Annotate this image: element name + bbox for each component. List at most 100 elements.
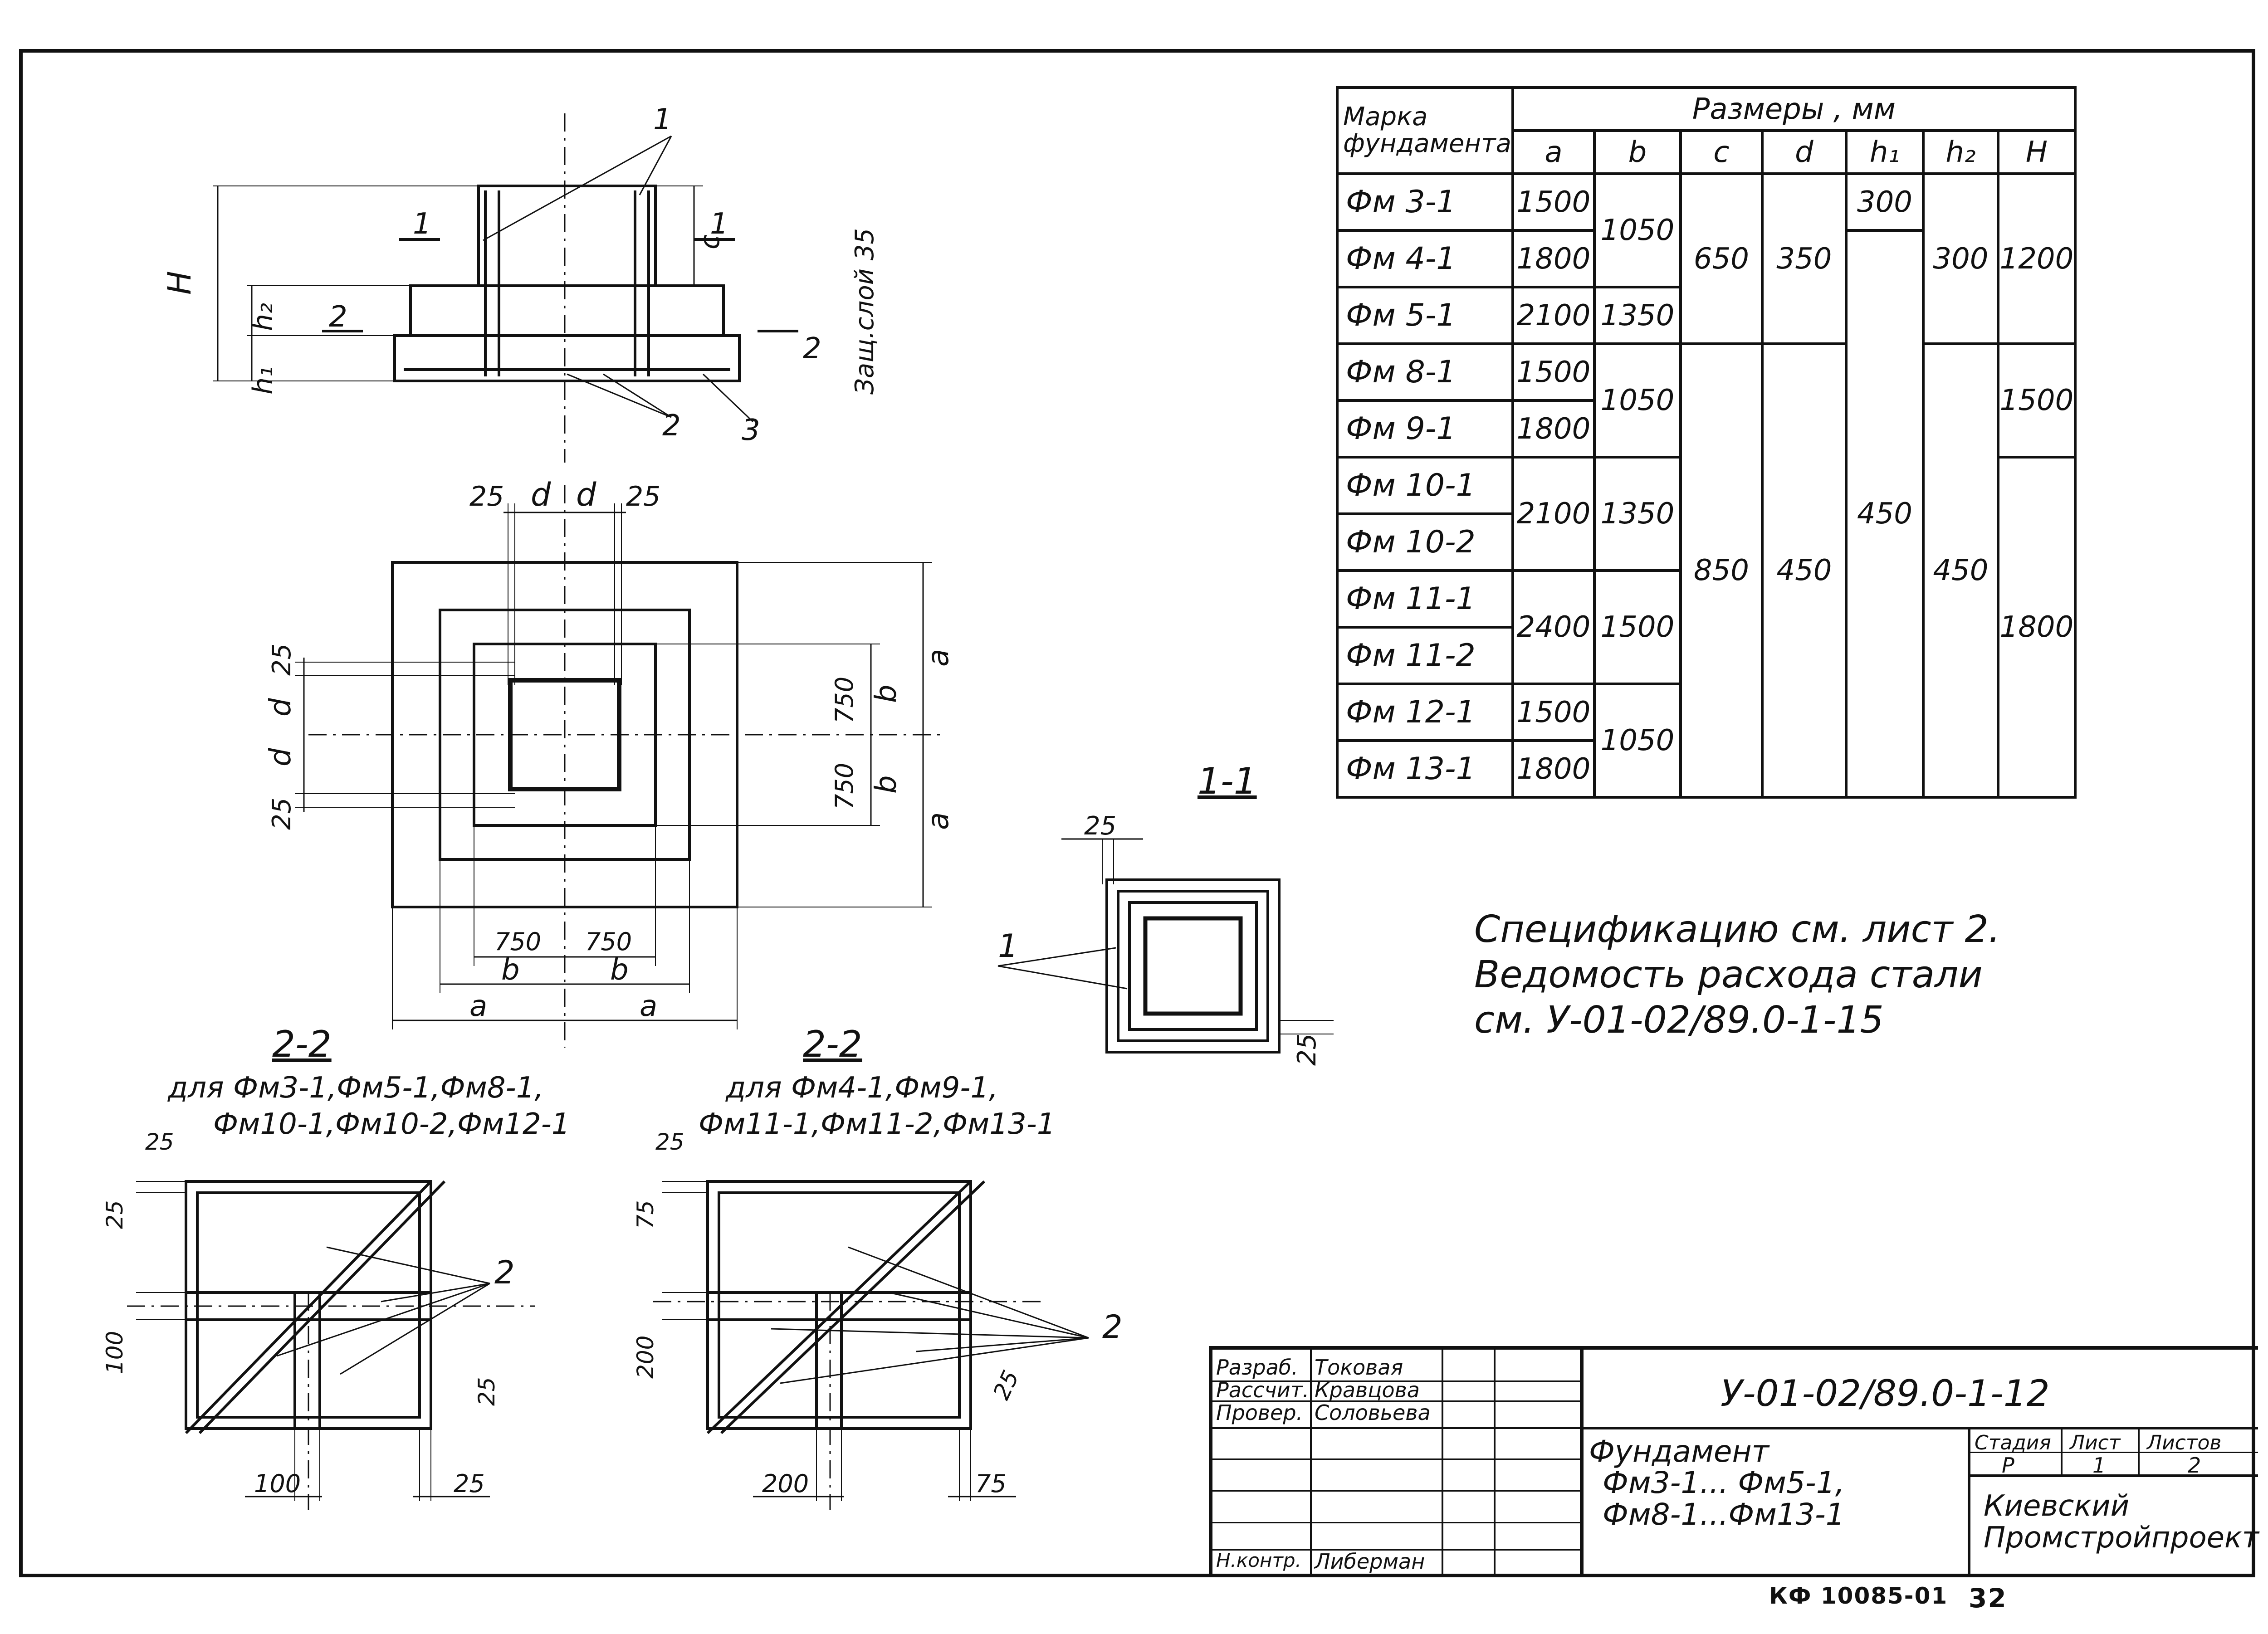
plan-dim-d1: d: [531, 476, 551, 513]
col-a: a: [1511, 129, 1596, 175]
header-mark-line1: Марка: [1343, 102, 1428, 132]
notes: Спецификацию см. лист 2. Ведомость расхо…: [1474, 907, 2000, 1043]
drawing-title: Фундамент Фм3-1... Фм5-1, Фм8-1...Фм13-1: [1589, 1436, 1845, 1530]
table-row-mark: Фм 11-2: [1336, 626, 1514, 685]
cell-H: 1200: [1996, 172, 2077, 345]
cell-b: 1350: [1593, 286, 1682, 345]
cell-h1: 300: [1844, 172, 1925, 232]
header-mark: Марка фундамента: [1336, 86, 1514, 175]
cell-a: 1500: [1511, 342, 1596, 402]
section-2-2-a-caption-1: для Фм3-1,Фм5-1,Фм8-1,: [167, 1071, 544, 1105]
section-2-2-b-caption-2: Фм11-1,Фм11-2,Фм13-1: [699, 1107, 1056, 1141]
header-sizes: Размеры , мм: [1511, 86, 2077, 132]
plan-right-a2: a: [922, 812, 955, 830]
foundation-elevation: H h₁ h₂ c Защ.слой 35 1 1 2 2 1 2 3: [161, 104, 880, 463]
dim-h2-label: h₂: [247, 303, 279, 331]
col-c: c: [1679, 129, 1764, 175]
col-b: b: [1593, 129, 1682, 175]
callout-2: 2: [662, 409, 681, 443]
drawing-title-line3: Фм8-1...Фм13-1: [1603, 1497, 1845, 1532]
section-2-2-b-dim-left-200: 200: [635, 1336, 659, 1379]
page-number: 32: [1969, 1583, 2007, 1614]
plan-bot-b1: b: [501, 953, 520, 987]
drawing-frame: [19, 49, 2255, 1577]
dimensions-table: Марка фундамента Размеры , мм a b c d h₁…: [1336, 86, 2077, 799]
cell-b: 1050: [1593, 342, 1682, 458]
title-block: Разраб. Рассчит. Провер. Н.контр. Токова…: [1209, 1346, 2259, 1577]
callout-3: 3: [742, 414, 760, 447]
role-developed: Разраб.: [1216, 1355, 1298, 1380]
table-row-mark: Фм 8-1: [1336, 342, 1514, 402]
cell-h2: 450: [1921, 342, 1999, 799]
plan-left-25a: 25: [267, 644, 297, 676]
organization-line2: Промстройпроект: [1984, 1521, 2259, 1555]
plan-dim-d2: d: [576, 476, 596, 513]
drawing-title-line1: Фундамент: [1589, 1434, 1769, 1469]
plan-dim-25a: 25: [469, 481, 504, 512]
section-2-2-b-dim-bot-75: 75: [975, 1469, 1007, 1498]
plan-left-25b: 25: [267, 798, 297, 830]
section-1-1-dim-top: 25: [1084, 811, 1116, 841]
section-2-2-a: 2-2 для Фм3-1,Фм5-1,Фм8-1, Фм10-1,Фм10-2…: [104, 1023, 570, 1510]
plan-bot-a1: a: [469, 990, 487, 1023]
header-mark-line2: фундамента: [1343, 129, 1511, 158]
table-row-mark: Фм 4-1: [1336, 229, 1514, 288]
drawing-title-line2: Фм3-1... Фм5-1,: [1603, 1465, 1845, 1501]
note-line-2: Ведомость расхода стали: [1474, 953, 1983, 997]
section-1-right: 1: [710, 207, 728, 241]
section-2-2-b-caption-1: для Фм4-1,Фм9-1,: [725, 1071, 998, 1105]
plan-bot-750a: 750: [494, 927, 541, 956]
cell-h1: 450: [1844, 229, 1925, 799]
table-row-mark: Фм 11-1: [1336, 569, 1514, 629]
cell-a: 1800: [1511, 399, 1596, 458]
name-checked: Соловьева: [1315, 1400, 1431, 1425]
cell-c: 650: [1679, 172, 1764, 345]
section-2-2-a-dim-bot-100: 100: [254, 1469, 301, 1498]
dim-h1-label: h₁: [247, 366, 279, 395]
inventory-number: КФ 10085-01: [1769, 1583, 1948, 1609]
col-H: H: [1996, 129, 2077, 175]
section-2-2-b-callout: 2: [1102, 1308, 1123, 1346]
cell-H: 1800: [1996, 456, 2077, 799]
cell-b: 1050: [1593, 172, 1682, 288]
section-2-2-b-dim-left-75: 75: [635, 1200, 659, 1229]
plan-left-d2: d: [264, 748, 298, 766]
section-2-2-a-dim-left-100: 100: [104, 1331, 128, 1374]
section-1-1: 1-1 25 25 1: [997, 760, 1334, 1066]
section-1-1-dim-right: 25: [1292, 1034, 1322, 1066]
note-line-3: см. У-01-02/89.0-1-15: [1474, 999, 1884, 1042]
role-calculated: Рассчит.: [1216, 1378, 1310, 1402]
plan-right-b1: b: [870, 684, 903, 703]
cell-d: 350: [1760, 172, 1848, 345]
plan-right-750b: 750: [830, 763, 859, 810]
col-h1: h₁: [1844, 129, 1925, 175]
name-calculated: Кравцова: [1315, 1378, 1420, 1402]
section-2-2-a-dim-right-25: 25: [474, 1377, 500, 1406]
section-1-1-title: 1-1: [1198, 760, 1257, 802]
cell-a: 1800: [1511, 229, 1596, 288]
sheet-header: Лист: [2070, 1431, 2121, 1454]
document-code: У-01-02/89.0-1-12: [1721, 1372, 2050, 1415]
name-developed: Токовая: [1315, 1355, 1403, 1380]
section-1-left: 1: [413, 207, 431, 241]
section-2-2-b: 2-2 для Фм4-1,Фм9-1, Фм11-1,Фм11-2,Фм13-…: [635, 1023, 1123, 1510]
cell-a: 1500: [1511, 683, 1596, 742]
dim-c-label: c: [694, 234, 726, 249]
cell-b: 1350: [1593, 456, 1682, 572]
organization: Киевский Промстройпроект: [1984, 1490, 2259, 1554]
name-norm-control: Либерман: [1315, 1549, 1425, 1574]
section-2-2-b-dim-top: 25: [655, 1129, 684, 1155]
cell-a: 2100: [1511, 456, 1596, 572]
plan-dim-25b: 25: [626, 481, 660, 512]
cell-b: 1050: [1593, 683, 1682, 799]
table-row-mark: Фм 10-1: [1336, 456, 1514, 515]
section-2-2-b-title: 2-2: [803, 1023, 862, 1065]
section-2-2-a-caption-2: Фм10-1,Фм10-2,Фм12-1: [213, 1107, 570, 1141]
sheets-header: Листов: [2147, 1431, 2222, 1454]
cell-H: 1500: [1996, 342, 2077, 458]
cell-a: 1500: [1511, 172, 1596, 232]
callout-1: 1: [653, 104, 672, 137]
plan-bot-750b: 750: [585, 927, 632, 956]
plan-left-d1: d: [264, 698, 298, 717]
stage-header: Стадия: [1975, 1431, 2051, 1454]
